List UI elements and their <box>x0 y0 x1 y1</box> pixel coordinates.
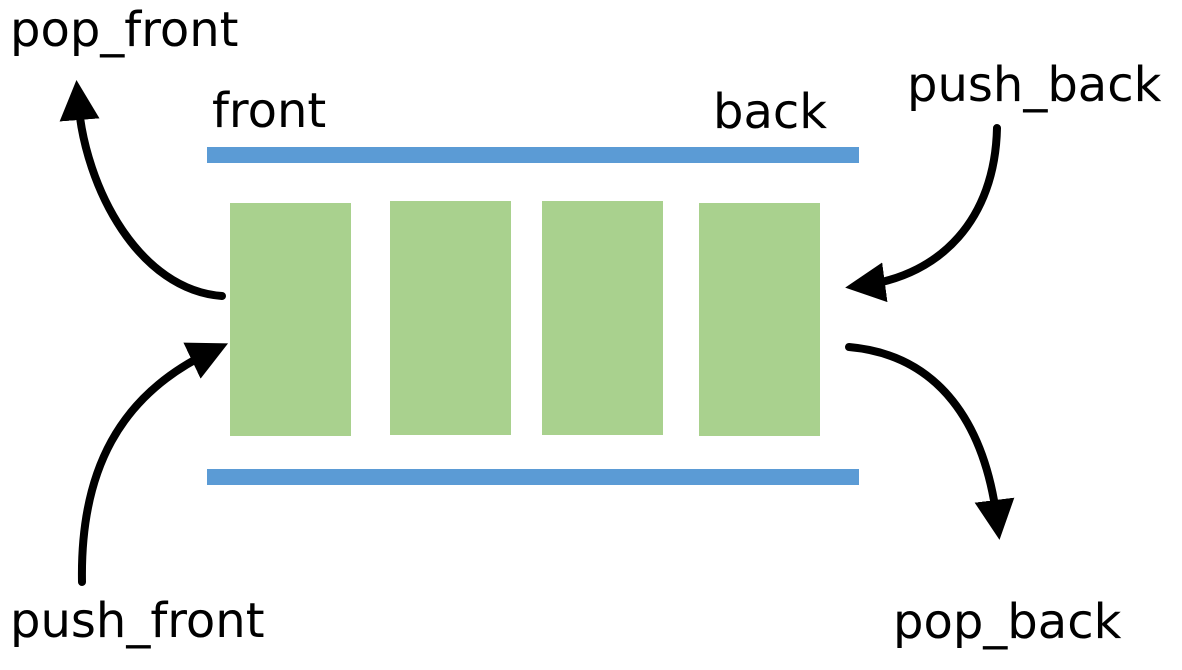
deque-element-1 <box>230 203 351 436</box>
push-front-arrow-icon <box>77 342 229 586</box>
label-push-back: push_back <box>907 57 1162 113</box>
label-pop-back: pop_back <box>893 594 1122 650</box>
deque-element-3 <box>542 201 663 435</box>
top-rail <box>207 147 859 163</box>
deque-element-4 <box>699 203 820 436</box>
push-back-arrow-icon <box>845 124 1001 303</box>
pop-back-arrow-icon <box>845 343 1015 540</box>
label-back: back <box>713 84 827 140</box>
label-pop-front: pop_front <box>10 2 239 58</box>
bottom-rail <box>207 469 859 485</box>
pop-front-arrow-icon <box>59 80 226 300</box>
deque-element-2 <box>390 201 511 435</box>
label-push-front: push_front <box>10 593 265 649</box>
label-front: front <box>212 83 326 139</box>
